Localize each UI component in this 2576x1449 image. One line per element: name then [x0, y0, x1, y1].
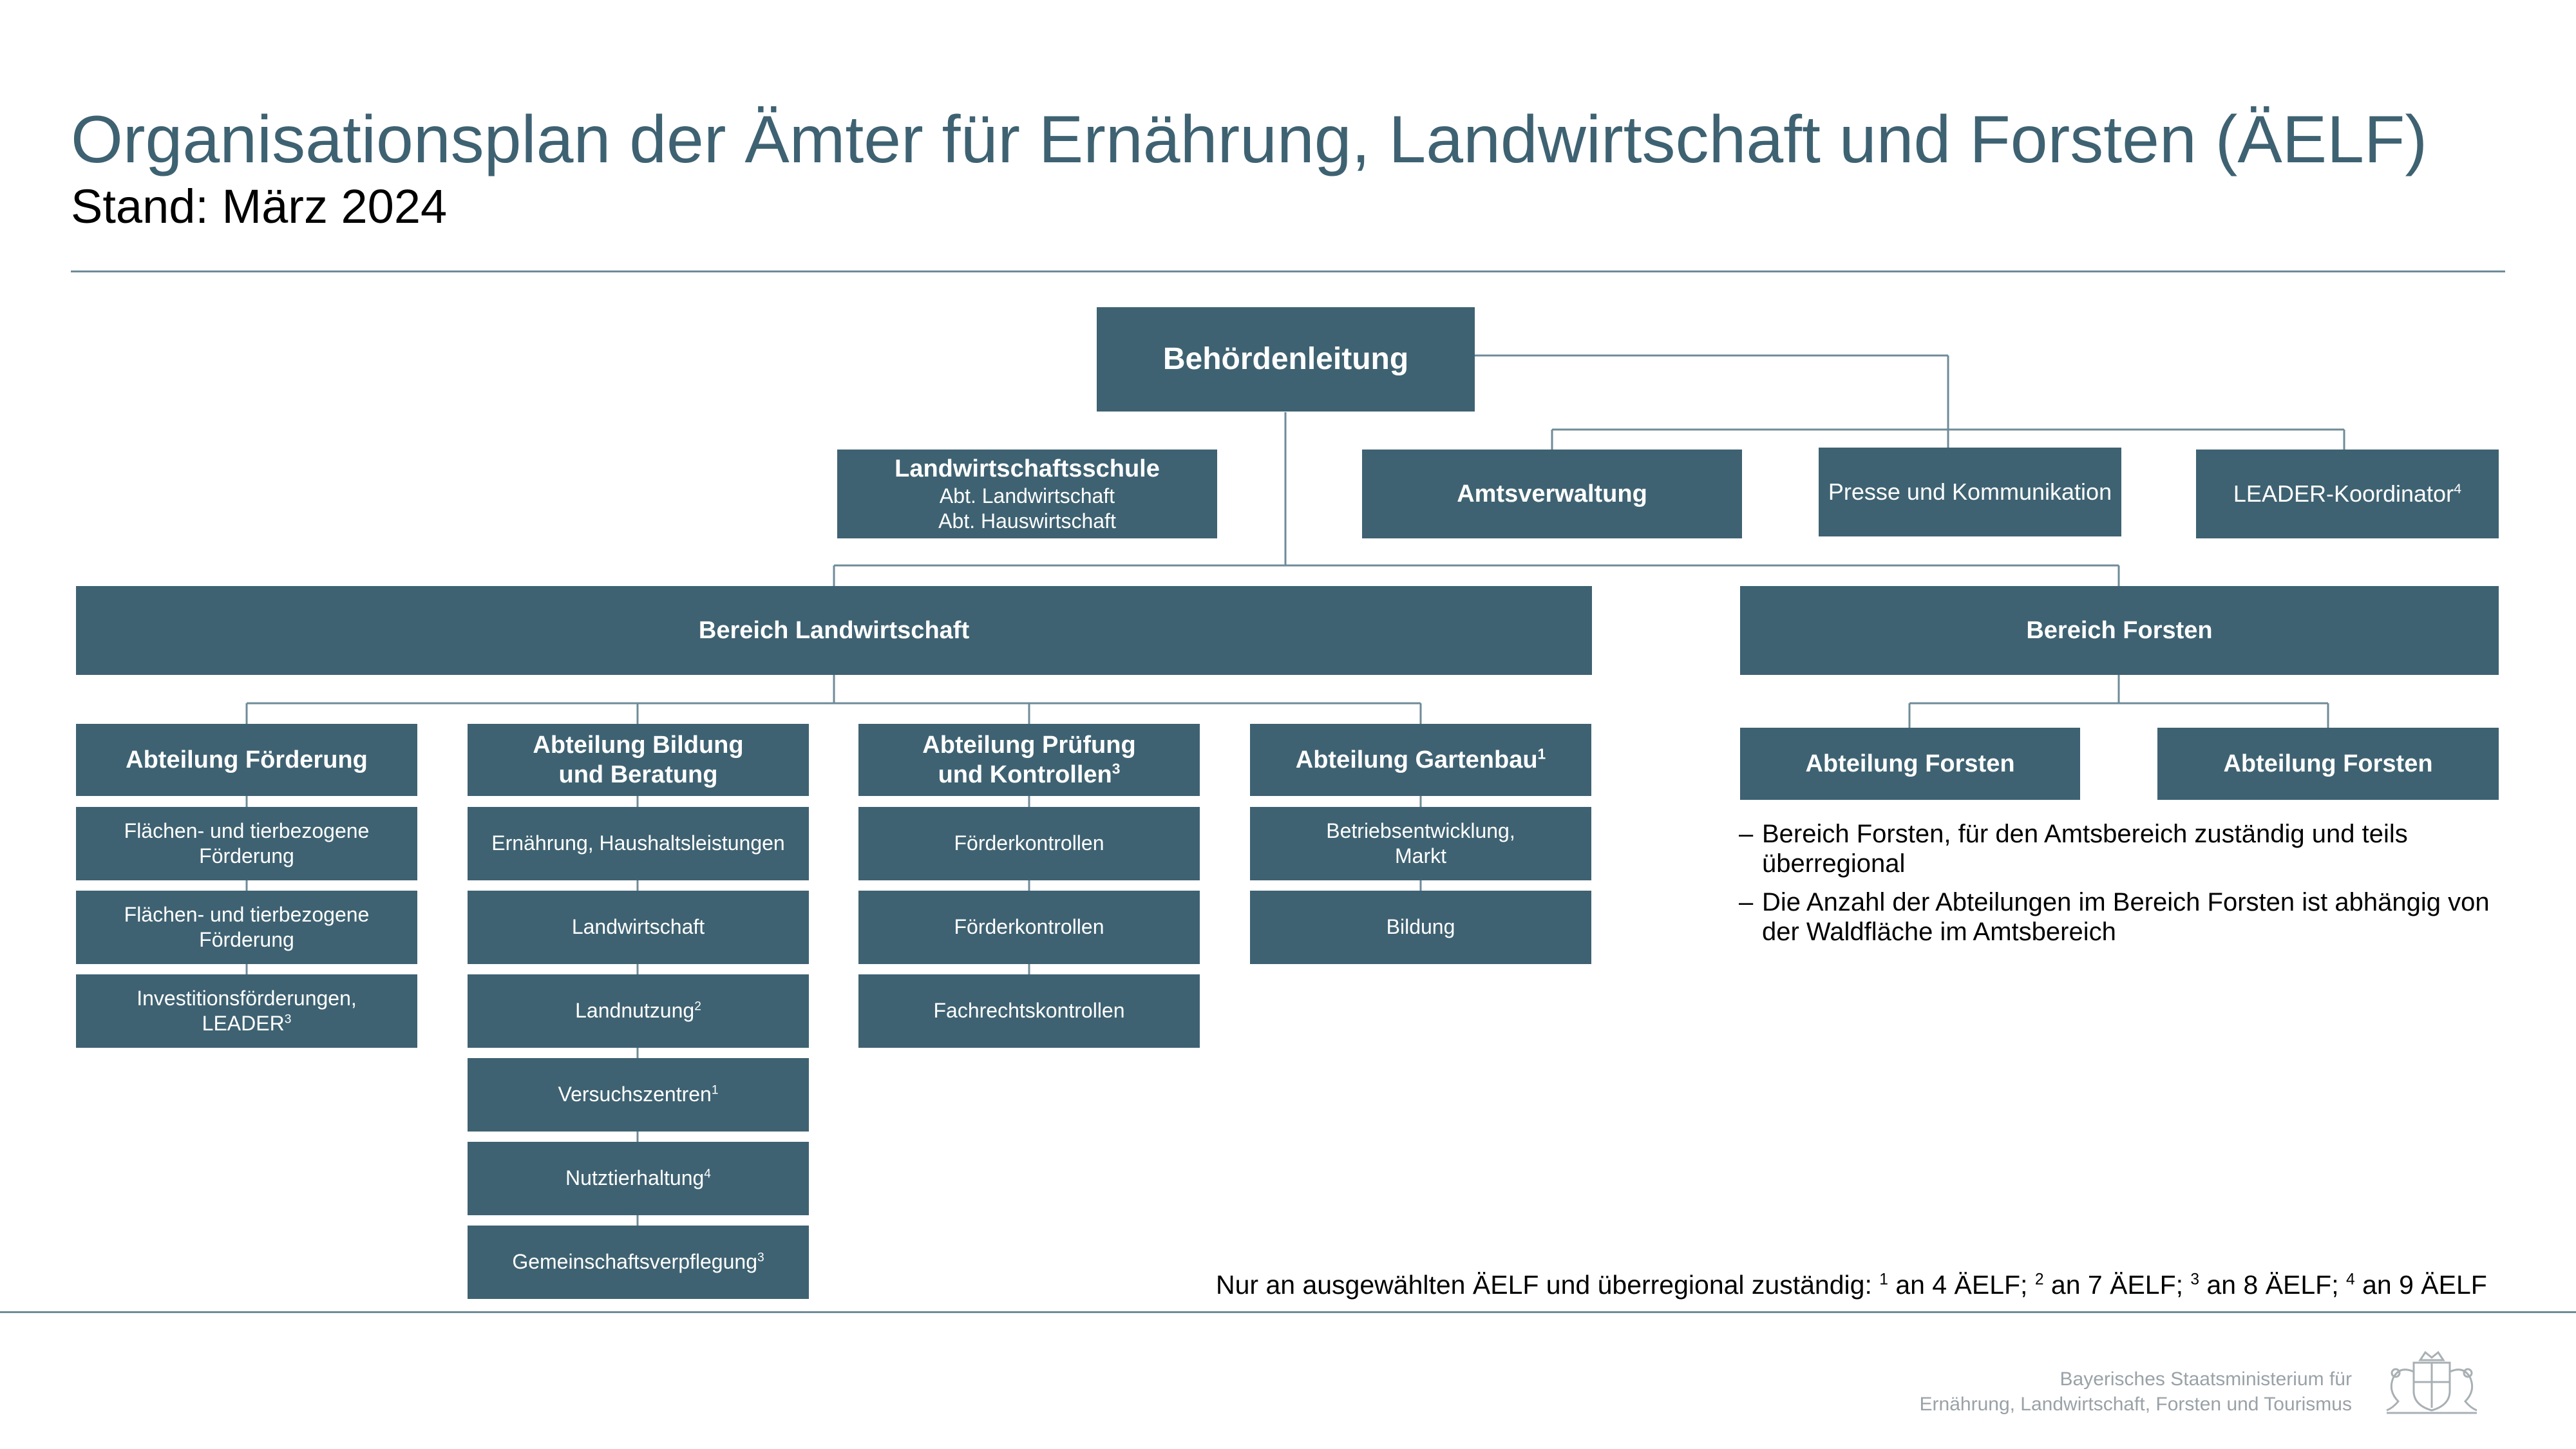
org-box-bereich-landwirtschaft: Bereich Landwirtschaft — [76, 586, 1592, 675]
footnote-text: an 4 ÄELF; — [1888, 1270, 2035, 1300]
sachgebiet-label: Markt — [1395, 844, 1446, 867]
abteilung-foerderung-label: Abteilung Förderung — [126, 746, 368, 773]
org-box-landwirtschaftsschule: Landwirtschaftsschule Abt. Landwirtschaf… — [837, 450, 1217, 538]
abteilung-forsten-1-label: Abteilung Forsten — [1805, 750, 2015, 777]
sachgebiet-label: Nutztierhaltung4 — [565, 1166, 711, 1190]
footnote-marker: 3 — [284, 1012, 292, 1027]
footnote-marker: 1 — [1879, 1271, 1888, 1289]
org-box-abteilung-bildung: Abteilung Bildung und Beratung — [468, 724, 809, 796]
footnote-marker: 1 — [711, 1083, 719, 1097]
footnote-marker: 4 — [704, 1167, 711, 1181]
sachgebiet-foerderung-2: Flächen- und tierbezogene Förderung — [76, 891, 417, 964]
sachgebiet-pruefung-1: Förderkontrollen — [858, 807, 1200, 880]
landwirtschaftsschule-title: Landwirtschaftsschule — [895, 455, 1160, 482]
org-box-amtsverwaltung: Amtsverwaltung — [1362, 450, 1742, 538]
presse-label: Presse und Kommunikation — [1828, 478, 2112, 506]
footnote-text: an 9 ÄELF — [2354, 1270, 2487, 1300]
forsten-notes: – Bereich Forsten, für den Amtsbereich z… — [1739, 819, 2512, 956]
sachgebiet-label: LEADER3 — [202, 1012, 292, 1035]
org-box-bereich-forsten: Bereich Forsten — [1740, 586, 2499, 675]
org-box-abteilung-pruefung: Abteilung Prüfung und Kontrollen3 — [858, 724, 1200, 796]
behoerdenleitung-label: Behördenleitung — [1162, 341, 1409, 376]
sachgebiet-pruefung-3: Fachrechtskontrollen — [858, 974, 1200, 1048]
sachgebiet-bildung-3: Landnutzung2 — [468, 974, 809, 1048]
forsten-note-text: Die Anzahl der Abteilungen im Bereich Fo… — [1762, 888, 2490, 946]
sachgebiet-gartenbau-2: Bildung — [1250, 891, 1591, 964]
sachgebiet-pruefung-2: Förderkontrollen — [858, 891, 1200, 964]
footnote-marker: 1 — [1537, 745, 1546, 762]
sachgebiet-label: Bildung — [1386, 915, 1455, 939]
ministry-name: Bayerisches Staatsministerium für Ernähr… — [1920, 1367, 2352, 1417]
sachgebiet-label: Förderung — [199, 928, 294, 951]
footer-divider — [0, 1311, 2576, 1313]
abteilung-gartenbau-label: Abteilung Gartenbau1 — [1295, 745, 1546, 773]
abteilung-pruefung-line2: und Kontrollen3 — [938, 760, 1121, 788]
abteilung-bildung-line2: und Beratung — [558, 761, 718, 788]
bereich-forsten-label: Bereich Forsten — [2026, 616, 2213, 644]
bereich-landwirtschaft-label: Bereich Landwirtschaft — [698, 616, 970, 644]
forsten-note-text: Bereich Forsten, für den Amtsbereich zus… — [1762, 820, 2408, 878]
sachgebiet-label: Versuchszentren1 — [558, 1083, 719, 1106]
bavarian-coat-of-arms-icon — [2386, 1350, 2477, 1414]
sachgebiet-foerderung-3: Investitionsförderungen, LEADER3 — [76, 974, 417, 1048]
footnote-marker: 2 — [2034, 1271, 2044, 1289]
footnote-marker: 4 — [2346, 1271, 2355, 1289]
org-box-presse: Presse und Kommunikation — [1819, 448, 2121, 536]
org-box-abteilung-forsten-2: Abteilung Forsten — [2157, 728, 2499, 800]
leader-koordinator-label: LEADER-Koordinator4 — [2233, 480, 2462, 507]
sachgebiet-label: Förderkontrollen — [954, 831, 1104, 855]
forsten-note-item: – Bereich Forsten, für den Amtsbereich z… — [1739, 819, 2512, 878]
sachgebiet-label: Landwirtschaft — [571, 915, 705, 939]
footnote-marker: 2 — [694, 999, 701, 1014]
sachgebiet-bildung-6: Gemeinschaftsverpflegung3 — [468, 1226, 809, 1299]
sachgebiet-label: Förderung — [199, 844, 294, 867]
org-box-abteilung-gartenbau: Abteilung Gartenbau1 — [1250, 724, 1591, 796]
org-box-leader-koordinator: LEADER-Koordinator4 — [2196, 450, 2499, 538]
footnote-prefix: Nur an ausgewählten ÄELF und überregiona… — [1216, 1270, 1880, 1300]
sachgebiet-label: Flächen- und tierbezogene — [124, 902, 370, 926]
footnote-marker: 3 — [1112, 760, 1121, 777]
dash-bullet: – — [1739, 888, 1754, 916]
abteilung-forsten-2-label: Abteilung Forsten — [2223, 750, 2433, 777]
sachgebiet-foerderung-1: Flächen- und tierbezogene Förderung — [76, 807, 417, 880]
ministry-line: Ernährung, Landwirtschaft, Forsten und T… — [1919, 1394, 2352, 1415]
footnote-text: an 8 ÄELF; — [2199, 1270, 2347, 1300]
org-box-abteilung-foerderung: Abteilung Förderung — [76, 724, 417, 796]
sachgebiet-label: Fachrechtskontrollen — [933, 999, 1125, 1023]
landwirtschaftsschule-line1: Abt. Landwirtschaft — [939, 484, 1115, 508]
footnote-legend: Nur an ausgewählten ÄELF und überregiona… — [1216, 1270, 2487, 1300]
sachgebiet-label: Förderkontrollen — [954, 915, 1104, 939]
sachgebiet-bildung-5: Nutztierhaltung4 — [468, 1142, 809, 1215]
abteilung-bildung-line1: Abteilung Bildung — [533, 731, 744, 759]
sachgebiet-label: Ernährung, Haushaltsleistungen — [491, 831, 785, 855]
landwirtschaftsschule-line2: Abt. Hauswirtschaft — [938, 509, 1116, 533]
org-box-abteilung-forsten-1: Abteilung Forsten — [1740, 728, 2080, 800]
dash-bullet: – — [1739, 820, 1754, 848]
sachgebiet-bildung-2: Landwirtschaft — [468, 891, 809, 964]
header-divider — [71, 270, 2505, 272]
footnote-marker: 4 — [2454, 480, 2462, 497]
sachgebiet-bildung-4: Versuchszentren1 — [468, 1058, 809, 1132]
abteilung-pruefung-line1: Abteilung Prüfung — [922, 731, 1136, 759]
sachgebiet-label: Landnutzung2 — [575, 999, 701, 1023]
footnote-marker: 3 — [2190, 1271, 2200, 1289]
sachgebiet-label: Investitionsförderungen, — [137, 986, 357, 1010]
page-subtitle: Stand: März 2024 — [71, 180, 448, 233]
footnote-text: an 7 ÄELF; — [2043, 1270, 2191, 1300]
sachgebiet-gartenbau-1: Betriebsentwicklung, Markt — [1250, 807, 1591, 880]
ministry-line: Bayerisches Staatsministerium für — [2060, 1368, 2353, 1390]
sachgebiet-label: Betriebsentwicklung, — [1326, 819, 1515, 842]
org-box-behoerdenleitung: Behördenleitung — [1097, 307, 1475, 412]
page-title: Organisationsplan der Ämter für Ernährun… — [71, 102, 2428, 177]
forsten-note-item: – Die Anzahl der Abteilungen im Bereich … — [1739, 887, 2512, 947]
footnote-marker: 3 — [757, 1251, 764, 1265]
sachgebiet-bildung-1: Ernährung, Haushaltsleistungen — [468, 807, 809, 880]
sachgebiet-label: Flächen- und tierbezogene — [124, 819, 370, 842]
sachgebiet-label: Gemeinschaftsverpflegung3 — [512, 1250, 764, 1274]
amtsverwaltung-label: Amtsverwaltung — [1457, 480, 1647, 507]
